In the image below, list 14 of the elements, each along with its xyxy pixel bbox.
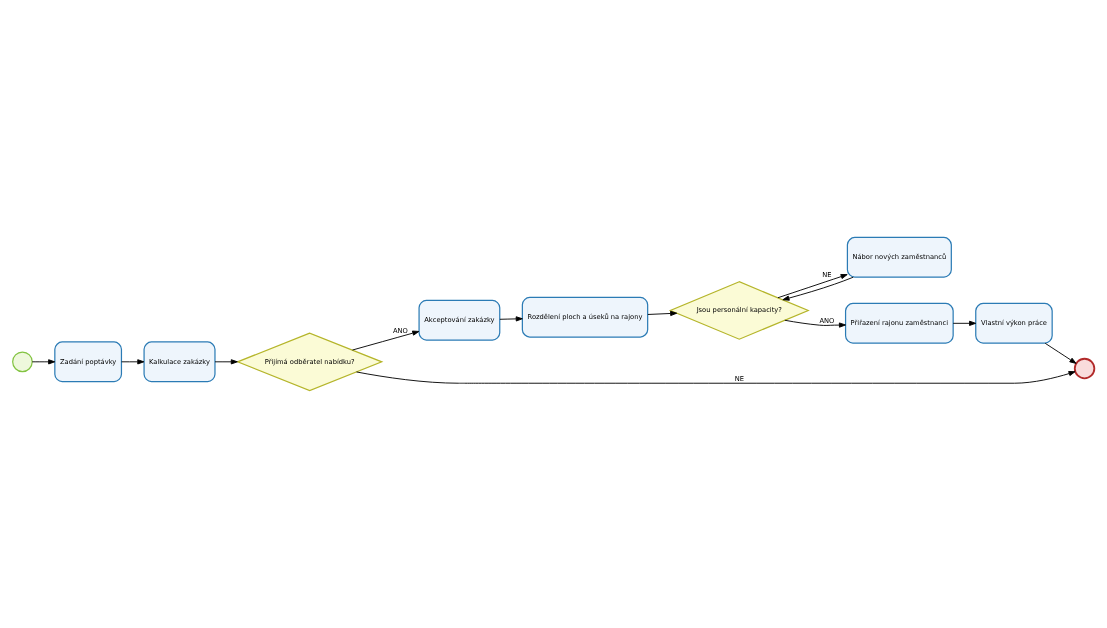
arrow	[356, 371, 1076, 384]
arrow	[777, 274, 848, 299]
arrow	[121, 359, 145, 365]
node-circle	[1073, 357, 1096, 380]
node-circle	[12, 351, 33, 373]
arrow	[31, 359, 56, 365]
arrow	[352, 330, 420, 351]
arrow	[214, 359, 238, 365]
arrow	[1044, 342, 1077, 364]
arrow	[647, 310, 678, 317]
arrow	[784, 319, 846, 328]
arrow	[782, 276, 854, 301]
arrow	[952, 320, 977, 326]
arrow	[499, 316, 523, 322]
